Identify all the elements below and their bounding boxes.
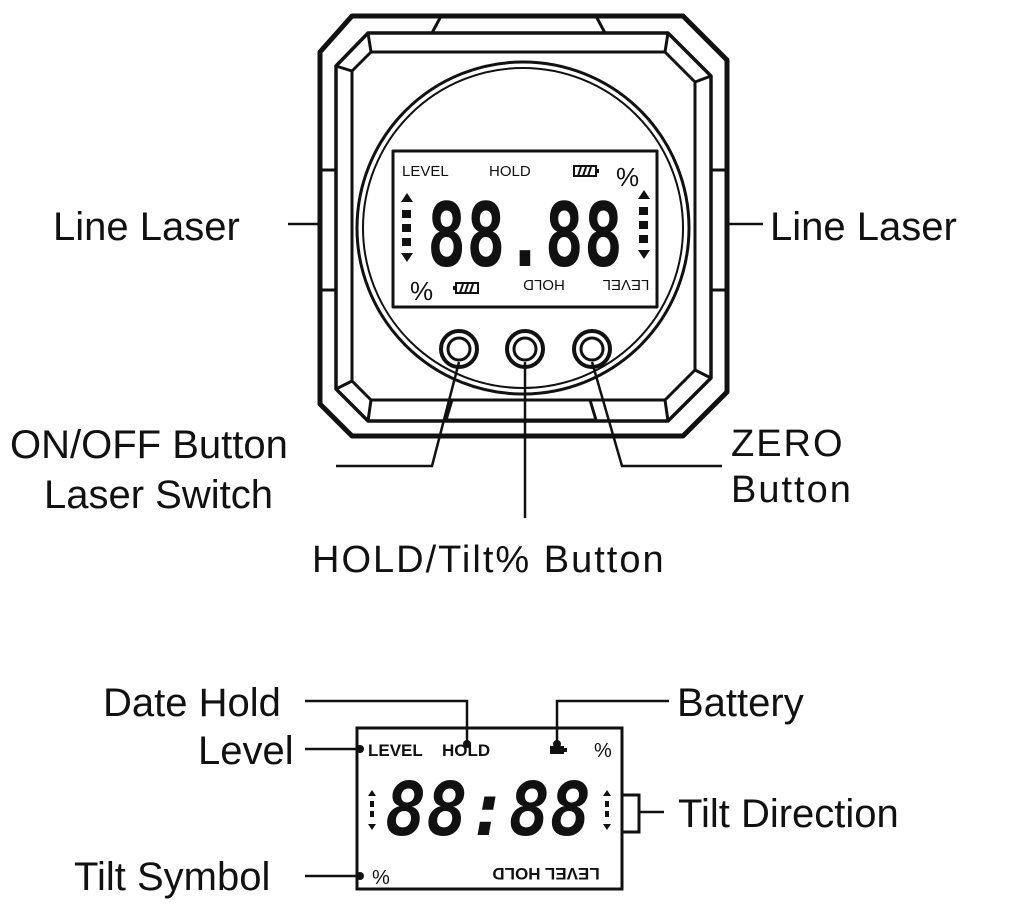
device-body [317,13,730,439]
tilt-direction-bracket [622,793,641,834]
device-lcd-level: LEVEL [402,163,449,180]
battery-icon [550,746,567,754]
callout-zero-line2: Button [731,469,853,511]
tilt-bar-icon [639,235,648,243]
detail-lcd-contents: LEVEL HOLD % 88:88 % LEVEL HOLD [368,740,612,889]
callout-date-hold: Date Hold [103,681,281,725]
on-off-button[interactable] [439,329,479,369]
tilt-bar-icon [639,221,648,229]
battery-icon [453,282,479,294]
device-lcd-percent-bottom: % [410,276,433,306]
battery-icon [573,165,599,177]
leader-line-on-off [336,361,461,468]
device-lcd-contents: LEVEL HOLD % 88.88 % HOLD [401,162,650,306]
callout-tilt-symbol: Tilt Symbol [74,855,270,899]
left-laser-window [318,168,338,292]
down-arrow-icon [401,253,413,262]
tilt-bar-icon [639,207,648,215]
device-bottom-notch [444,399,598,422]
down-arrow-icon [638,250,650,259]
down-arrow-icon [603,824,611,830]
device-leader-lines [288,222,763,518]
callout-on-off-button: ON/OFF Button [10,423,288,467]
tilt-bar-icon [370,801,374,807]
device-lcd-hold: HOLD [489,163,531,180]
callout-line-laser-left: Line Laser [53,205,240,249]
leader-line-zero [590,361,722,468]
detail-leader-lines [305,699,669,878]
device-lcd-level-inverted: LEVEL [603,276,650,293]
device-buttons [439,329,612,369]
callout-hold-tilt-button: HOLD/Tilt% Button [312,539,666,581]
device-lcd-hold-inverted: HOLD [523,276,565,293]
leader-line-date-hold [305,699,469,742]
device-lcd-window [391,149,659,309]
zero-button[interactable] [572,329,612,369]
detail-leader-dots [356,740,561,880]
tilt-bar-icon [605,801,609,807]
up-arrow-icon [368,790,376,796]
detail-lcd-percent-top: % [594,740,612,762]
callout-tilt-direction: Tilt Direction [678,792,899,836]
up-arrow-icon [603,790,611,796]
device-top-notch [430,17,607,34]
detail-lcd-percent-bottom: % [372,867,390,889]
right-laser-window [709,168,729,292]
hold-tilt-button[interactable] [505,329,545,369]
detail-lcd-level: LEVEL [368,741,423,760]
detail-lcd-hold: HOLD [442,741,490,760]
device-lcd-percent-top: % [616,162,639,192]
tilt-bar-icon [402,238,411,246]
device-lcd-digits: 88.88 [427,184,623,287]
up-arrow-icon [638,190,650,199]
device-round-face-outer [355,60,691,396]
detail-tilt-indicator-left [368,790,376,830]
callout-battery: Battery [677,681,804,725]
detail-lcd-digits: 88:88 [385,767,591,853]
device-tilt-indicator-left [401,193,413,262]
device-corner-facets [335,32,712,422]
detail-lcd-frame [355,726,624,891]
detail-tilt-indicator-right [603,790,611,830]
device-round-face-inner [362,67,684,389]
tilt-bar-icon [370,811,374,817]
device-tilt-indicator-right [638,190,650,259]
callout-zero-line1: ZERO [731,423,845,465]
up-arrow-icon [401,193,413,202]
callout-laser-switch: Laser Switch [44,473,273,517]
detail-lcd-bottom-inverted: LEVEL HOLD [492,864,599,883]
leader-line-battery [555,699,669,742]
callout-level: Level [198,729,294,773]
tilt-bar-icon [402,224,411,232]
tilt-bar-icon [605,811,609,817]
down-arrow-icon [368,824,376,830]
callout-line-laser-right: Line Laser [770,205,957,249]
tilt-bar-icon [402,210,411,218]
